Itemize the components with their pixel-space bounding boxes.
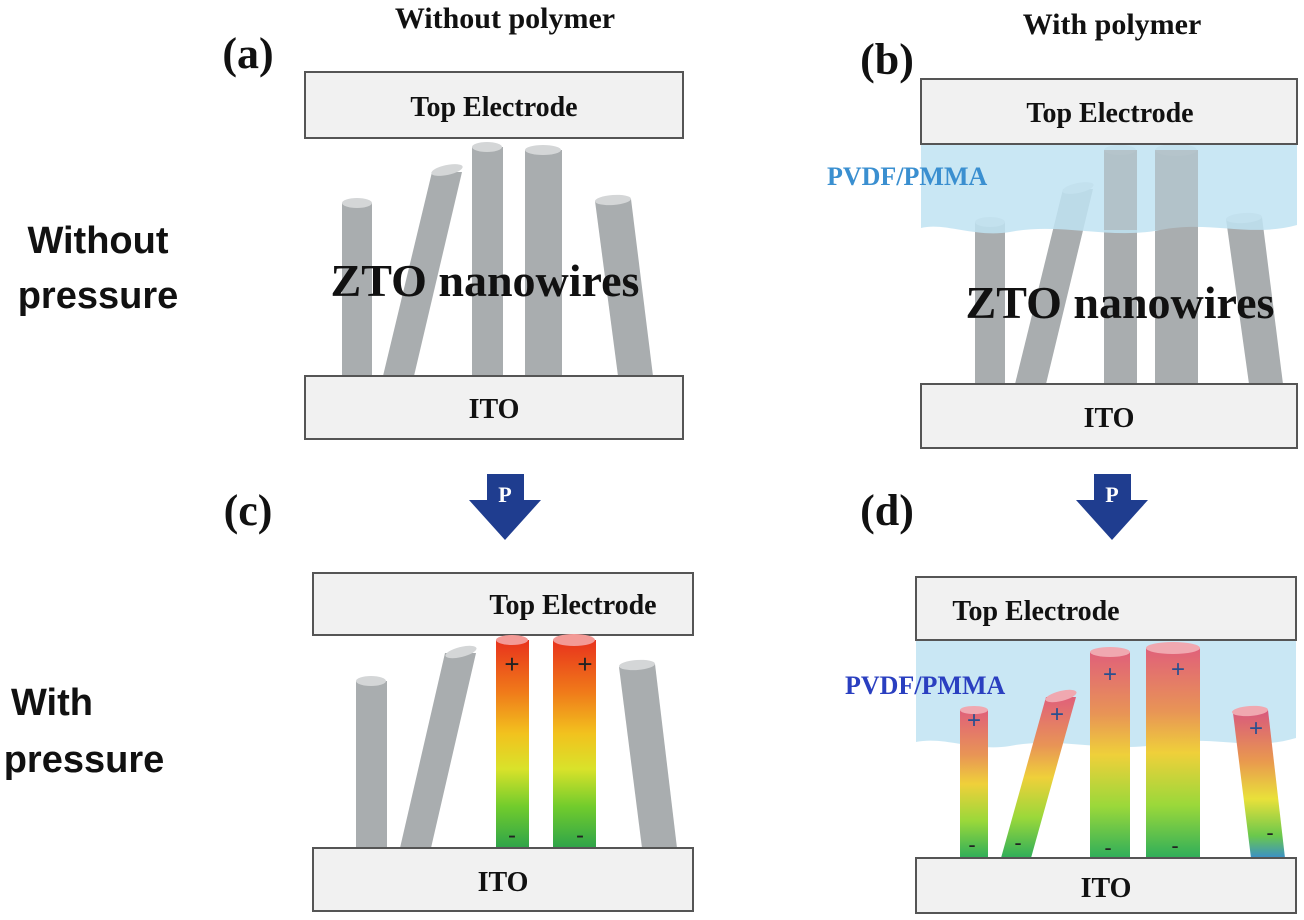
top-electrode [915, 576, 1297, 641]
nanowire-strained [1001, 697, 1076, 858]
negative-charge: - [968, 832, 975, 857]
nanowire [356, 681, 387, 848]
down-arrow-icon [469, 474, 541, 540]
panel-label-c: (c) [224, 486, 273, 535]
ito-substrate [304, 375, 684, 440]
positive-charge: + [577, 649, 592, 679]
positive-charge: + [504, 649, 519, 679]
nanowire [1104, 150, 1137, 230]
nanowire-strained [1146, 648, 1200, 858]
nanowire-strained [496, 640, 529, 848]
nanowire-top [1146, 642, 1200, 654]
nanowire-top [619, 659, 655, 671]
pressure-label: P [498, 482, 511, 507]
negative-charge: - [576, 822, 584, 849]
nanowire [525, 150, 562, 376]
positive-charge: + [1249, 715, 1263, 742]
positive-charge: + [1171, 656, 1185, 683]
pressure-label: P [1105, 482, 1118, 507]
nanowire-strained [1090, 652, 1130, 858]
panel-label-a: (a) [222, 29, 273, 78]
polymer-label: PVDF/PMMA [845, 671, 1006, 700]
nanowire-top [472, 142, 502, 152]
negative-charge: - [1266, 820, 1273, 845]
nanowire [619, 664, 677, 848]
panel-b: Top Electrode PVDF/PMMA ZTO nanowires IT… [827, 78, 1298, 449]
nanowire-top [960, 706, 988, 714]
top-electrode [920, 78, 1298, 145]
nanowire-strained [553, 640, 596, 848]
nanowires-inside-polymer [1104, 150, 1198, 230]
nanowire [1015, 189, 1093, 384]
negative-charge: - [1171, 833, 1178, 858]
polymer-label: PVDF/PMMA [827, 162, 988, 191]
panel-a: Top Electrode ZTO nanowires ITO [304, 71, 684, 440]
nanowire-top [431, 164, 463, 176]
ito-substrate [915, 857, 1297, 914]
positive-charge: + [1050, 701, 1064, 728]
column-header-right: With polymer [1023, 8, 1202, 41]
nanowire-strained [1233, 710, 1285, 858]
ito-label: ITO [469, 394, 520, 425]
row-label-top-line1: Without [27, 220, 168, 262]
ito-label: ITO [1081, 873, 1132, 904]
nanowire-top [1045, 689, 1077, 703]
pressure-arrow-left: P [469, 474, 541, 540]
negative-charge: - [1104, 835, 1111, 860]
nanowire-top [342, 198, 372, 208]
nanowire [472, 147, 503, 376]
nanowire [1226, 217, 1283, 384]
panel-label-d: (d) [860, 486, 914, 535]
nanowires [342, 142, 653, 376]
nanowire [595, 199, 653, 376]
nanowire [342, 203, 372, 376]
nanowire-top [496, 635, 528, 645]
negative-charge: - [1014, 830, 1021, 855]
ito-label: ITO [478, 867, 529, 898]
top-electrode-label: Top Electrode [410, 92, 577, 123]
nanowire-strained [960, 710, 988, 858]
nanowire [400, 653, 476, 848]
ito-label: ITO [1084, 403, 1135, 434]
pressure-arrow-right: P [1076, 474, 1148, 540]
nanowire-top [525, 145, 561, 155]
down-arrow-icon [1076, 474, 1148, 540]
ito-substrate [312, 847, 694, 912]
ito-substrate [920, 383, 1298, 449]
nanowires-label: ZTO nanowires [966, 277, 1275, 328]
positive-charge: + [967, 707, 981, 734]
nanowire-top [1232, 705, 1268, 717]
row-label-top-line2: pressure [18, 275, 179, 317]
nanowires [960, 642, 1285, 858]
nanowires-label: ZTO nanowires [331, 255, 640, 306]
nanowire-top [553, 634, 595, 646]
nanowires [356, 634, 677, 848]
nanowire-top [595, 194, 631, 206]
nanowire [975, 222, 1005, 384]
panel-c: Top Electrode + + - - ITO [312, 572, 694, 912]
panel-d: Top Electrode PVDF/PMMA + + + + + - - - … [845, 576, 1297, 914]
nanowire-top [356, 676, 386, 686]
column-header-left: Without polymer [395, 2, 615, 35]
row-label-bottom-line2: pressure [4, 739, 165, 781]
row-label-bottom-line1: With [11, 682, 93, 724]
nanowire [1155, 150, 1198, 230]
top-electrode [304, 71, 684, 139]
top-electrode-label: Top Electrode [489, 590, 656, 621]
top-electrode-label: Top Electrode [952, 596, 1119, 627]
nanowire-top [445, 645, 477, 659]
top-electrode [312, 572, 694, 636]
panel-label-b: (b) [860, 35, 914, 84]
negative-charge: - [508, 822, 516, 849]
nanowire [383, 172, 462, 376]
nanowire-top [1090, 647, 1130, 657]
positive-charge: + [1103, 661, 1117, 688]
top-electrode-label: Top Electrode [1026, 98, 1193, 129]
